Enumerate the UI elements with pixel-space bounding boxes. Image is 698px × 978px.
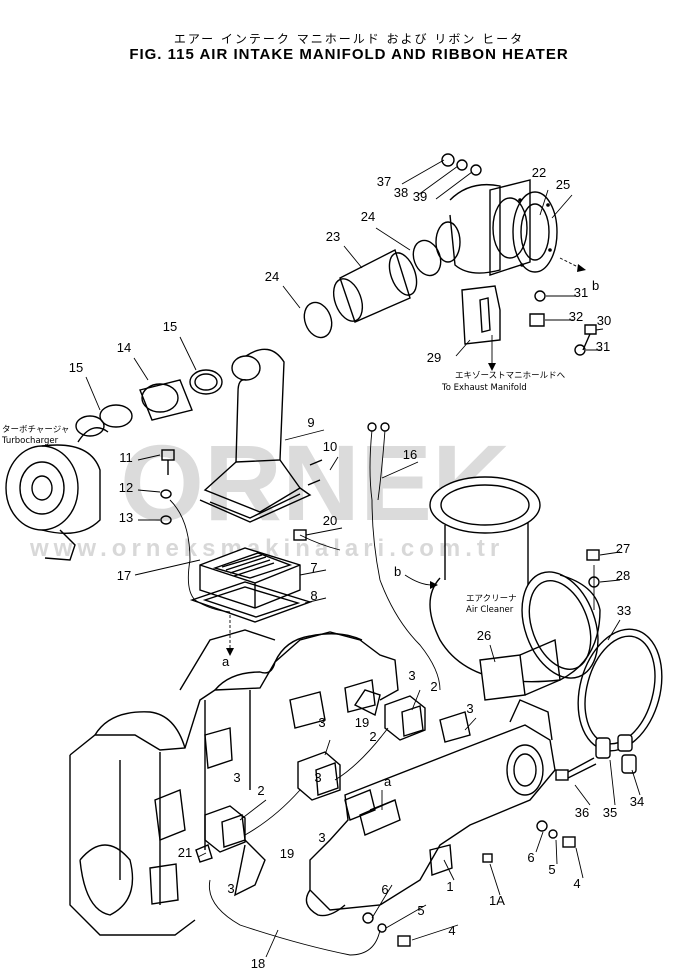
callout-8: 8	[310, 588, 317, 603]
callout-10: 10	[323, 439, 337, 454]
note-exhaust: To Exhaust Manifold	[441, 383, 527, 393]
callout-3: 3	[408, 668, 415, 683]
callout-36: 36	[575, 805, 589, 820]
ref-b-lower: b	[394, 564, 401, 579]
callout-24: 24	[265, 269, 279, 284]
intake-manifold	[305, 699, 556, 917]
callout-19: 19	[280, 846, 294, 861]
note-exhaust-jp: エキゾーストマニホールドへ	[455, 371, 566, 381]
nuts-top	[441, 153, 482, 176]
callout-38: 38	[394, 185, 408, 200]
reference-letters: a a b b	[222, 278, 599, 789]
note-air-cleaner-jp: エアクリーナ	[466, 594, 517, 604]
callout-2: 2	[430, 679, 437, 694]
heater-pads	[204, 689, 471, 897]
callout-1: 1	[446, 879, 453, 894]
callout-29: 29	[427, 350, 441, 365]
callout-3: 3	[314, 770, 321, 785]
callout-13: 13	[119, 510, 133, 525]
callout-12: 12	[119, 480, 133, 495]
note-turbocharger: Turbocharger	[1, 436, 59, 446]
callout-24: 24	[361, 209, 375, 224]
flow-arrows	[226, 257, 595, 810]
bolts-bottom	[362, 820, 576, 947]
callout-9: 9	[307, 415, 314, 430]
callout-30: 30	[597, 313, 611, 328]
bolt-27	[586, 549, 600, 588]
ref-a-upper: a	[222, 654, 230, 669]
callout-15: 15	[69, 360, 83, 375]
intake-elbow	[199, 348, 312, 523]
callout-35: 35	[603, 805, 617, 820]
figure-title-jp: エアー インテーク マニホールド および リボン ヒータ	[173, 32, 525, 46]
callout-7: 7	[310, 560, 317, 575]
note-air-cleaner: Air Cleaner	[466, 605, 514, 615]
wiring	[169, 422, 441, 956]
callout-11: 11	[119, 450, 133, 465]
callout-3: 3	[233, 770, 240, 785]
callout-2: 2	[369, 729, 376, 744]
bracket	[461, 285, 501, 345]
callout-3: 3	[466, 701, 473, 716]
callout-15: 15	[163, 319, 177, 334]
callout-16: 16	[403, 447, 417, 462]
callout-20: 20	[323, 513, 337, 528]
callout-31: 31	[574, 285, 588, 300]
callout-3: 3	[318, 715, 325, 730]
callout-39: 39	[413, 189, 427, 204]
callout-26: 26	[477, 628, 491, 643]
callout-27: 27	[616, 541, 630, 556]
callout-2: 2	[257, 783, 264, 798]
callout-34: 34	[630, 794, 644, 809]
hose-left	[75, 369, 223, 437]
callout-18: 18	[251, 956, 265, 971]
callout-6: 6	[527, 850, 534, 865]
callout-3: 3	[318, 830, 325, 845]
callout-25: 25	[556, 177, 570, 192]
callout-4: 4	[448, 923, 455, 938]
bolts-right	[529, 290, 597, 356]
bolt-36	[555, 757, 597, 781]
air-cleaner	[429, 476, 601, 701]
callout-14: 14	[117, 340, 131, 355]
engine-block	[69, 629, 399, 936]
callout-6: 6	[381, 882, 388, 897]
callout-22: 22	[532, 165, 546, 180]
turbocharger	[5, 427, 109, 561]
callout-5: 5	[417, 903, 424, 918]
callout-33: 33	[617, 603, 631, 618]
callout-23: 23	[326, 229, 340, 244]
ref-a-lower: a	[384, 774, 392, 789]
callout-37: 37	[377, 174, 391, 189]
mounting-band	[577, 628, 663, 774]
hose-upper	[303, 239, 442, 339]
callout-32: 32	[569, 309, 583, 324]
callout-1a: 1A	[489, 893, 505, 908]
callout-5: 5	[548, 862, 555, 877]
callout-28: 28	[616, 568, 630, 583]
callout-17: 17	[117, 568, 131, 583]
annotations: ターボチャージャ Turbocharger エキゾーストマニホールドへ To E…	[1, 371, 566, 615]
ref-b-upper: b	[592, 278, 599, 293]
note-turbocharger-jp: ターボチャージャ	[2, 425, 69, 435]
exhaust-elbow	[435, 179, 558, 276]
callout-3: 3	[227, 881, 234, 896]
figure-title: FIG. 115 AIR INTAKE MANIFOLD AND RIBBON …	[129, 46, 569, 63]
leader-lines	[85, 159, 641, 958]
callout-31: 31	[596, 339, 610, 354]
callout-4: 4	[573, 876, 580, 891]
ribbon-heater	[189, 547, 313, 623]
callout-21: 21	[178, 845, 192, 860]
callout-19: 19	[355, 715, 369, 730]
